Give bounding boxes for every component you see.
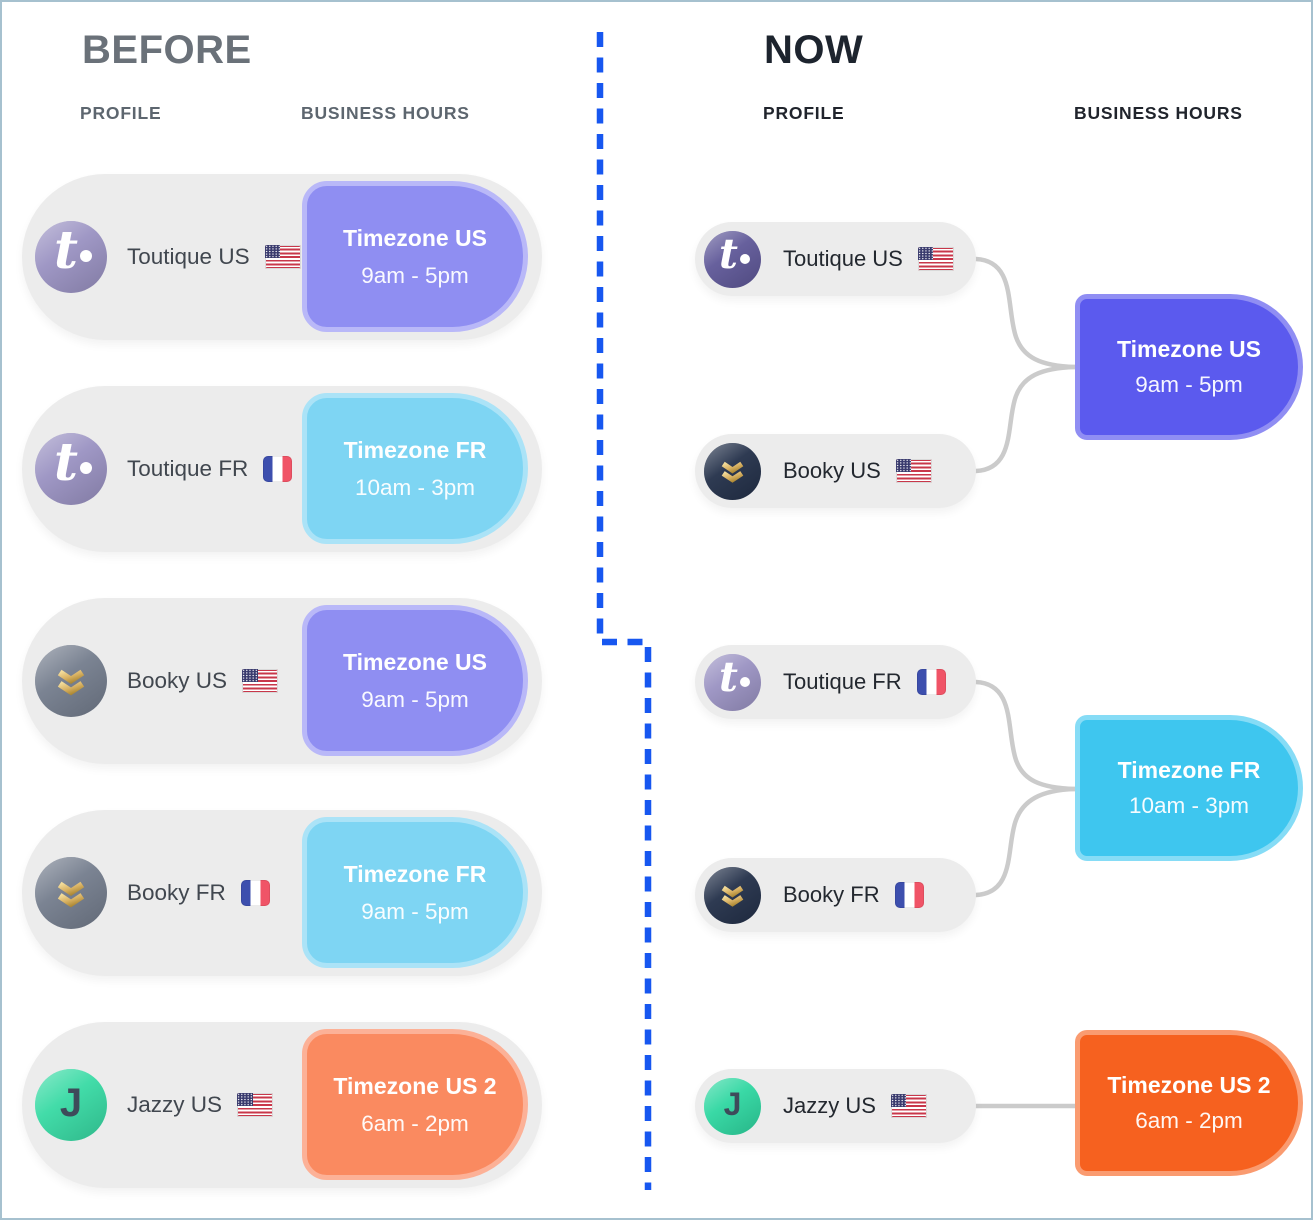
timezone-badge: Timezone US 2 6am - 2pm — [302, 1029, 528, 1180]
before-column-header-business-hours: BUSINESS HOURS — [301, 103, 470, 123]
now-profile-jazzy-us: J Jazzy US — [695, 1069, 976, 1143]
timezone-name: Timezone FR — [343, 860, 487, 887]
avatar: t — [35, 433, 107, 505]
timezone-hours: 6am - 2pm — [361, 1110, 469, 1136]
toutique-logo-dot-icon — [80, 250, 92, 262]
before-column-header-profile: PROFILE — [80, 103, 162, 123]
us-flag-icon — [242, 669, 279, 693]
timezone-name: Timezone US — [343, 648, 487, 675]
timezone-name: Timezone US — [1117, 336, 1261, 362]
fr-flag-icon — [894, 882, 924, 908]
profile-name: Jazzy US — [783, 1093, 876, 1118]
us-flag-icon — [890, 1094, 927, 1118]
now-timezone-us-badge: Timezone US 9am - 5pm — [1075, 294, 1303, 440]
timezone-hours: 9am - 5pm — [361, 262, 469, 288]
timezone-hours: 9am - 5pm — [361, 898, 469, 924]
connector-curve-toutique-fr — [973, 679, 1078, 792]
avatar — [704, 442, 761, 500]
booky-logo-icon — [57, 669, 85, 696]
before-row-toutique-us: t Toutique US Timezone US 9am - 5pm — [22, 174, 542, 340]
jazzy-logo-icon: J — [59, 1080, 83, 1125]
jazzy-logo-icon: J — [723, 1085, 742, 1122]
now-profile-booky-us: Booky US — [695, 434, 976, 508]
us-flag-icon — [264, 245, 301, 269]
before-title: BEFORE — [82, 28, 252, 72]
profile-name: Toutique US — [127, 244, 250, 269]
now-timezone-us2-badge: Timezone US 2 6am - 2pm — [1075, 1030, 1303, 1176]
timezone-badge: Timezone US 9am - 5pm — [302, 181, 528, 332]
profile-name: Jazzy US — [127, 1092, 223, 1117]
timezone-name: Timezone US 2 — [1107, 1072, 1271, 1098]
toutique-logo-icon: t — [53, 221, 79, 281]
timezone-hours: 10am - 3pm — [354, 474, 476, 500]
before-row-booky-fr: Booky FR Timezone FR 9am - 5pm — [22, 810, 542, 976]
timezone-name: Timezone US — [343, 224, 487, 251]
before-row-jazzy-us: J Jazzy US Timezone US 2 6am - 2pm — [22, 1022, 542, 1188]
timezone-hours: 9am - 5pm — [1135, 372, 1243, 397]
fr-flag-icon — [240, 880, 270, 906]
connector-curve-booky-fr — [973, 786, 1078, 898]
avatar — [704, 866, 761, 924]
avatar: t — [35, 221, 107, 293]
timezone-name: Timezone US 2 — [333, 1072, 497, 1099]
fr-flag-icon — [263, 456, 293, 482]
us-flag-icon — [895, 459, 932, 483]
toutique-logo-icon: t — [719, 653, 738, 701]
booky-logo-icon — [721, 461, 744, 483]
connector-curve-toutique-us — [973, 256, 1078, 370]
booky-logo-icon — [721, 885, 744, 907]
timezone-name: Timezone FR — [1117, 757, 1261, 783]
profile-name: Toutique US — [783, 246, 903, 271]
profile-name: Booky FR — [127, 880, 226, 905]
avatar: t — [704, 230, 761, 288]
avatar: J — [704, 1077, 761, 1135]
now-column-header-business-hours: BUSINESS HOURS — [1074, 103, 1243, 123]
fr-flag-icon — [916, 669, 946, 695]
now-profile-toutique-fr: t Toutique FR — [695, 645, 976, 719]
toutique-logo-dot-icon — [740, 253, 750, 264]
now-timezone-fr-badge: Timezone FR 10am - 3pm — [1075, 715, 1303, 861]
timezone-hours: 10am - 3pm — [1128, 793, 1250, 818]
profile-name: Booky FR — [783, 882, 880, 907]
timezone-hours: 6am - 2pm — [1135, 1108, 1243, 1133]
timezone-badge: Timezone FR 9am - 5pm — [302, 817, 528, 968]
toutique-logo-dot-icon — [80, 462, 92, 474]
before-row-toutique-fr: t Toutique FR Timezone FR 10am - 3pm — [22, 386, 542, 552]
profile-name: Booky US — [127, 668, 228, 693]
dotted-divider-line — [596, 32, 652, 1190]
avatar — [35, 645, 107, 717]
timezone-name: Timezone FR — [343, 436, 487, 463]
now-column-header-profile: PROFILE — [763, 103, 845, 123]
avatar: J — [35, 1069, 107, 1141]
timezone-badge: Timezone FR 10am - 3pm — [302, 393, 528, 544]
connector-curve-booky-us — [973, 364, 1078, 474]
now-profile-toutique-us: t Toutique US — [695, 222, 976, 296]
toutique-logo-icon: t — [719, 230, 738, 278]
profile-name: Booky US — [783, 458, 881, 483]
now-title: NOW — [764, 28, 864, 72]
before-row-booky-us: Booky US Timezone US 9am - 5pm — [22, 598, 542, 764]
profile-name: Toutique FR — [783, 669, 902, 694]
us-flag-icon — [917, 247, 954, 271]
now-profile-booky-fr: Booky FR — [695, 858, 976, 932]
toutique-logo-dot-icon — [740, 676, 750, 687]
avatar: t — [704, 653, 761, 711]
booky-logo-icon — [57, 881, 85, 908]
profile-name: Toutique FR — [127, 456, 249, 481]
us-flag-icon — [237, 1093, 274, 1117]
timezone-hours: 9am - 5pm — [361, 686, 469, 712]
avatar — [35, 857, 107, 929]
timezone-badge: Timezone US 9am - 5pm — [302, 605, 528, 756]
toutique-logo-icon: t — [53, 433, 79, 493]
